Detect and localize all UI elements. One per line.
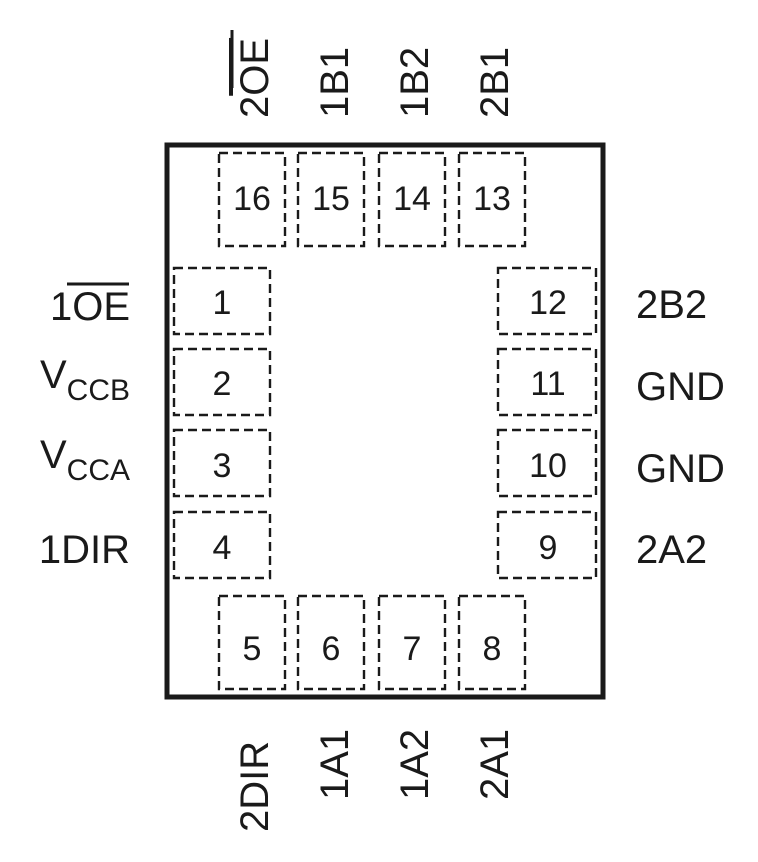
pin-label-5-text: 2DIR <box>233 741 277 832</box>
pin-label-15: 1B1 <box>313 47 357 118</box>
pin-11: 11 <box>496 347 598 417</box>
svg-text:1OE: 1OE <box>50 285 130 329</box>
pin-label-13: 2B1 <box>473 47 517 118</box>
pin-label-16-prefix: 2 <box>233 96 277 118</box>
pin-label-16: 2OE <box>230 30 277 118</box>
pad-16 <box>217 151 287 248</box>
pad-8 <box>457 594 527 691</box>
pin-label-14: 1B2 <box>393 47 437 118</box>
pin-number-9: 9 <box>539 529 558 567</box>
pin-label-3-sub: CCA <box>67 454 130 487</box>
pin-2: 2 <box>172 347 272 417</box>
pin-number-12: 12 <box>529 284 567 322</box>
pin-label-3-main: V <box>40 433 67 477</box>
pad-14 <box>377 151 447 248</box>
pin-number-1: 1 <box>213 284 232 322</box>
pin-5: 5 <box>217 594 287 691</box>
pin-number-8: 8 <box>483 630 502 668</box>
pin-label-14-text: 1B2 <box>393 47 437 118</box>
pin-16: 16 <box>217 151 287 248</box>
pin-label-11: GND <box>636 365 725 409</box>
pin-8: 8 <box>457 594 527 691</box>
pin-label-6-text: 1A1 <box>313 729 357 800</box>
pin-4: 4 <box>172 510 272 580</box>
pin-label-3: VCCA <box>40 433 130 487</box>
pin-number-2: 2 <box>213 365 232 403</box>
pad-10 <box>496 428 598 498</box>
pin-number-14: 14 <box>393 180 431 218</box>
pin-label-10: GND <box>636 447 725 491</box>
pin-label-13-text: 2B1 <box>473 47 517 118</box>
pin-label-7-text: 1A2 <box>393 729 437 800</box>
pin-number-3: 3 <box>213 447 232 485</box>
pin-label-1-prefix: 1 <box>50 285 72 329</box>
pad-2 <box>172 347 272 417</box>
pin-number-13: 13 <box>473 180 511 218</box>
pin-15: 15 <box>296 151 366 248</box>
pin-label-9: 2A2 <box>636 528 707 572</box>
pad-15 <box>296 151 366 248</box>
pad-7 <box>377 594 447 691</box>
pin-label-7: 1A2 <box>393 729 437 800</box>
pin-number-4: 4 <box>213 529 232 567</box>
pin-number-10: 10 <box>529 447 567 485</box>
pad-4 <box>172 510 272 580</box>
pin-number-15: 15 <box>312 180 350 218</box>
pad-1 <box>172 266 272 336</box>
pin-number-11: 11 <box>530 365 565 403</box>
pad-13 <box>457 151 527 248</box>
pin-number-16: 16 <box>233 180 271 218</box>
pin-14: 14 <box>377 151 447 248</box>
pad-5 <box>217 594 287 691</box>
pin-3: 3 <box>172 428 272 498</box>
pin-label-1: 1OE <box>50 282 130 329</box>
pin-9: 9 <box>496 510 598 580</box>
pin-label-5: 2DIR <box>233 741 277 832</box>
pin-label-2-main: V <box>40 353 67 397</box>
pad-3 <box>172 428 272 498</box>
pin-label-8: 2A1 <box>473 729 517 800</box>
pin-13: 13 <box>457 151 527 248</box>
pad-6 <box>296 594 366 691</box>
pin-label-4: 1DIR <box>39 528 130 572</box>
pad-12 <box>496 266 598 336</box>
pin-number-7: 7 <box>403 630 422 668</box>
pin-1: 1 <box>172 266 272 336</box>
svg-text:VCCA: VCCA <box>40 433 130 487</box>
package-body <box>164 142 606 700</box>
pad-11 <box>496 347 598 417</box>
pin-label-12: 2B2 <box>636 283 707 327</box>
pad-9 <box>496 510 598 580</box>
pin-number-6: 6 <box>322 630 341 668</box>
pin-6: 6 <box>296 594 366 691</box>
pin-number-5: 5 <box>243 630 262 668</box>
pin-label-1-overbar-text: OE <box>72 285 130 329</box>
pin-label-15-text: 1B1 <box>313 47 357 118</box>
pin-label-6: 1A1 <box>313 729 357 800</box>
pin-7: 7 <box>377 594 447 691</box>
pin-10: 10 <box>496 428 598 498</box>
pin-label-4-text: 1DIR <box>39 528 130 572</box>
pin-label-2-sub: CCB <box>67 374 130 407</box>
svg-text:2OE: 2OE <box>233 38 277 118</box>
pin-label-16-overbar-text: OE <box>233 38 277 96</box>
pin-label-8-text: 2A1 <box>473 729 517 800</box>
pin-12: 12 <box>496 266 598 336</box>
svg-text:VCCB: VCCB <box>40 353 130 407</box>
pin-label-2: VCCB <box>40 353 130 407</box>
